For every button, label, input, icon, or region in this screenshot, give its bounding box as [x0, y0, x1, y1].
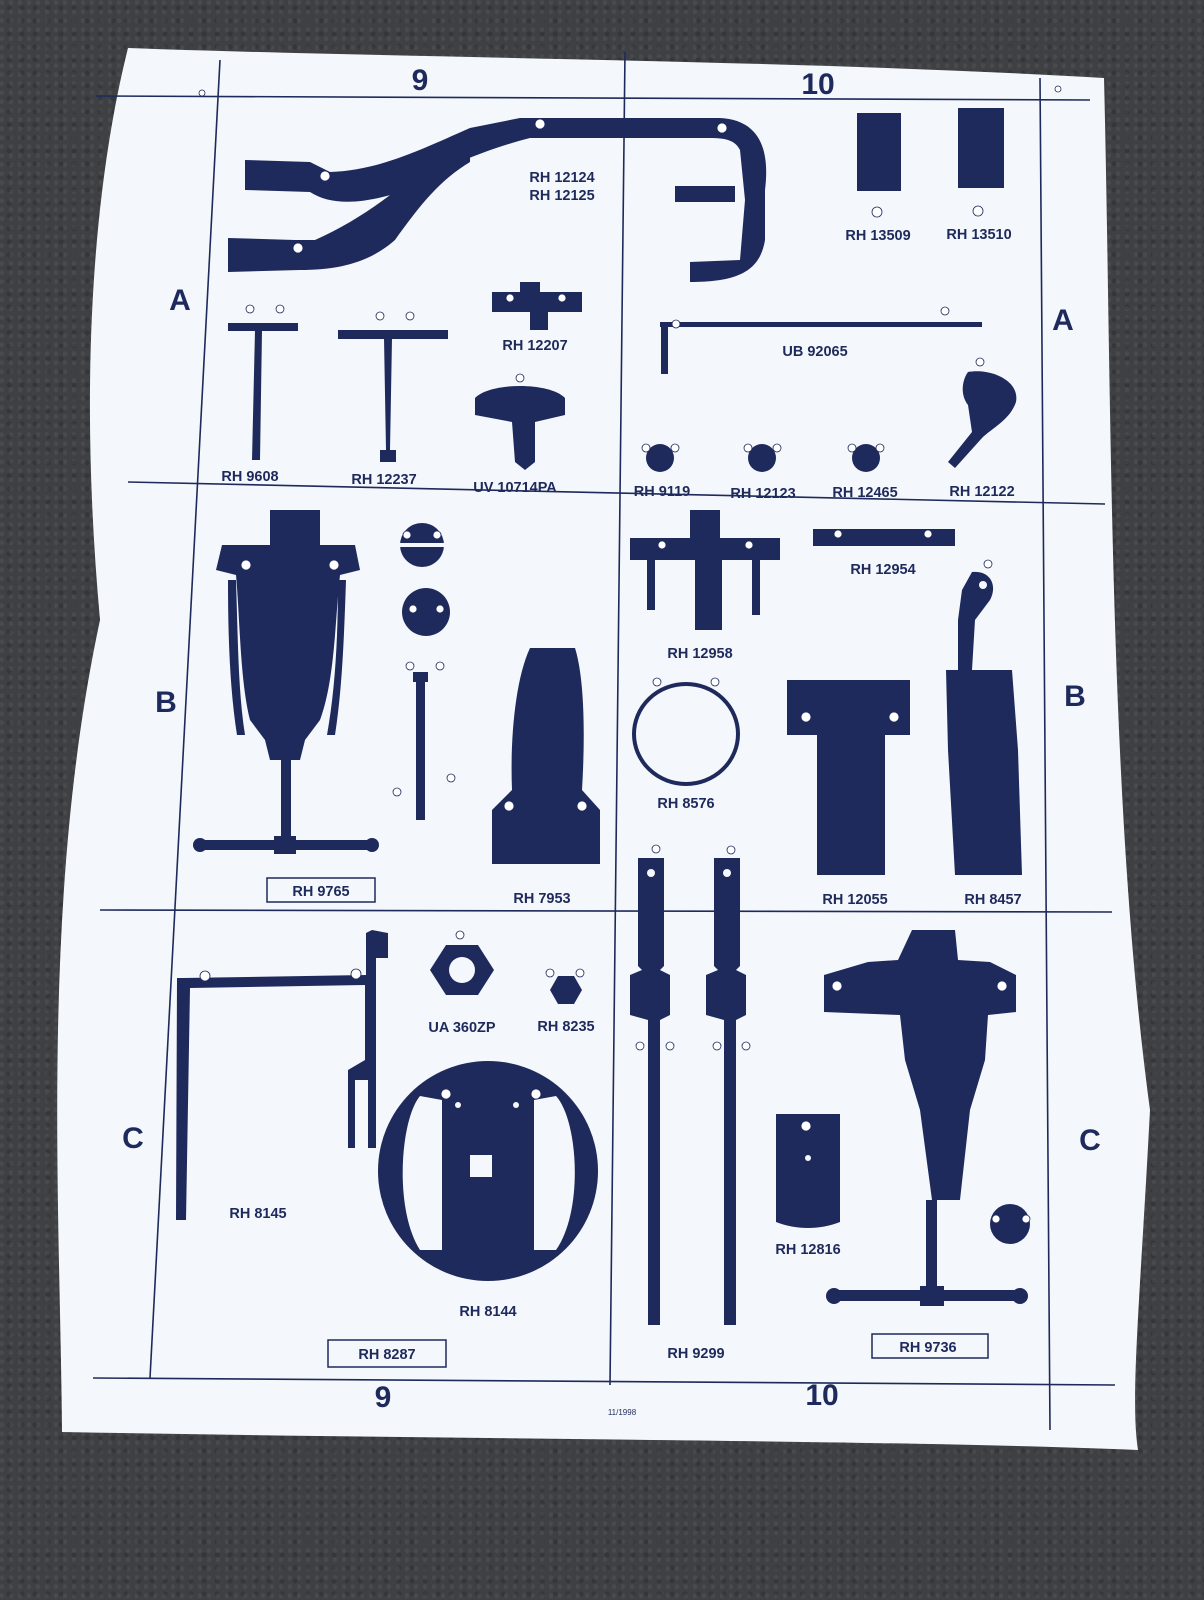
registration-mark-left — [198, 89, 206, 97]
label-rh-9299: RH 9299 — [667, 1346, 724, 1362]
tool-uv-10714pa-key — [475, 373, 565, 470]
row-letter-b-left: B — [155, 686, 177, 719]
label-rh-8144: RH 8144 — [459, 1304, 516, 1320]
poster-sheet — [57, 48, 1151, 1450]
label-rh-9765: RH 9765 — [292, 884, 349, 900]
label-rh-13510: RH 13510 — [946, 227, 1011, 243]
tool-rh-12207-clamp — [492, 282, 582, 330]
tool-rh-12954-bar — [813, 529, 955, 546]
tool-rh-9765-press — [193, 510, 379, 854]
label-rh-12124: RH 12124 — [529, 170, 594, 186]
label-uv-10714pa: UV 10714PA — [473, 480, 557, 496]
label-rh-8457: RH 8457 — [964, 892, 1021, 908]
label-rh-8235: RH 8235 — [537, 1019, 594, 1035]
row-letter-b-right: B — [1064, 680, 1086, 713]
label-rh-9736: RH 9736 — [899, 1340, 956, 1356]
label-rh-8576: RH 8576 — [657, 796, 714, 812]
tool-rh-12816-plate — [776, 1114, 840, 1228]
tool-rh-9119-disc — [641, 443, 680, 472]
tool-rh-13509-plate — [857, 113, 901, 218]
tool-rh-9299-rods — [630, 844, 751, 1325]
label-rh-12958: RH 12958 — [667, 646, 732, 662]
label-ua-360zp: UA 360ZP — [428, 1020, 495, 1036]
print-date: 11/1998 — [608, 1408, 637, 1417]
tool-ub-92065-rod — [660, 306, 982, 374]
grid-lines — [92, 51, 1116, 1431]
registration-mark-right — [1054, 85, 1062, 93]
column-number-top-right: 10 — [801, 68, 834, 101]
tool-rh-12237-t-handle — [338, 311, 448, 462]
label-box-rh-8287 — [327, 1339, 447, 1368]
label-rh-12122: RH 12122 — [949, 484, 1014, 500]
label-rh-12465: RH 12465 — [832, 485, 897, 501]
tool-rh-9608-t-handle — [228, 304, 298, 460]
tool-rh-8145-frame — [176, 930, 388, 1220]
column-number-bottom-right: 10 — [805, 1379, 838, 1412]
tool-rh-12055-bracket — [787, 680, 910, 875]
tool-rh-12124-bent-pipe — [228, 118, 767, 282]
tool-rh-8144-disc-plate — [378, 1061, 598, 1281]
tool-rh-12122-hook — [948, 357, 1017, 468]
row-letter-a-left: A — [169, 284, 191, 317]
label-rh-8145: RH 8145 — [229, 1206, 286, 1222]
label-rh-8287: RH 8287 — [358, 1347, 415, 1363]
label-rh-12055: RH 12055 — [822, 892, 887, 908]
column-number-bottom-left: 9 — [375, 1381, 392, 1414]
label-rh-12207: RH 12207 — [502, 338, 567, 354]
row-letter-c-right: C — [1079, 1124, 1101, 1157]
tool-rh-8235-hex — [545, 968, 585, 1004]
column-number-top-left: 9 — [412, 64, 429, 97]
label-rh-12123: RH 12123 — [730, 486, 795, 502]
label-rh-12954: RH 12954 — [850, 562, 915, 578]
tool-rh-12123-disc — [743, 443, 782, 472]
label-rh-9119: RH 9119 — [634, 484, 690, 500]
tool-ua-360zp-nut — [430, 930, 494, 995]
tool-rh-12958-puller — [630, 510, 780, 630]
tool-rh-13510-plate — [958, 108, 1004, 217]
label-rh-9608: RH 9608 — [221, 469, 278, 485]
label-rh-7953: RH 7953 — [513, 891, 570, 907]
tool-rh-8576-ring — [632, 677, 740, 786]
tool-rh-8457-arm — [946, 559, 1022, 875]
row-letter-a-right: A — [1052, 304, 1074, 337]
tool-rh-12465-disc — [847, 443, 885, 472]
label-box-rh-9765 — [266, 877, 376, 903]
label-rh-12816: RH 12816 — [775, 1242, 840, 1258]
label-rh-13509: RH 13509 — [845, 228, 910, 244]
row-letter-c-left: C — [122, 1122, 144, 1155]
tool-rh-7953-sleeve — [492, 648, 600, 864]
label-box-rh-9736 — [871, 1333, 989, 1359]
tool-rh-9736-press — [824, 930, 1031, 1306]
label-rh-12125: RH 12125 — [529, 188, 594, 204]
tool-b9-small-parts — [392, 523, 456, 820]
label-ub-92065: UB 92065 — [782, 344, 847, 360]
label-rh-12237: RH 12237 — [351, 472, 416, 488]
